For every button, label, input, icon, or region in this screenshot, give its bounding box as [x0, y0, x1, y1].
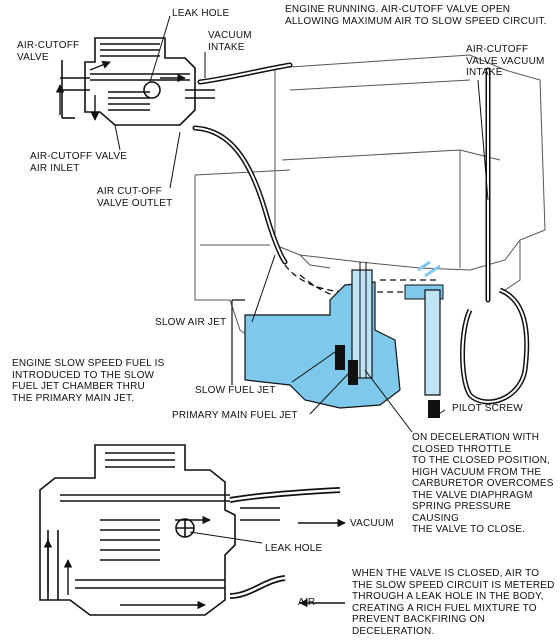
air-label: AIR	[298, 597, 316, 608]
leader-lines	[114, 15, 489, 544]
vacuum-label: VACUUM	[350, 518, 394, 529]
vacuum-intake-label: VACUUM INTAKE	[208, 30, 252, 53]
pilot-screw-label: PILOT SCREW	[452, 403, 523, 414]
hoses-top	[192, 62, 491, 303]
slow-air-jet-label: SLOW AIR JET	[155, 317, 227, 328]
air-inlet-label: AIR-CUTOFF VALVE AIR INLET	[30, 151, 128, 174]
air-cutoff-valve-label: AIR-CUTOFF VALVE	[17, 40, 80, 63]
carburetor-body	[194, 54, 546, 346]
flow-arrows	[43, 60, 346, 610]
valve-outlet-label: AIR CUT-OFF VALVE OUTLET	[97, 186, 173, 209]
air-cutoff-valve-bottom	[39, 444, 280, 616]
slow-fuel-jet-label: SLOW FUEL JET	[195, 385, 276, 396]
fuel-bowl	[231, 260, 444, 418]
valve-closed-note: WHEN THE VALVE IS CLOSED, AIR TO THE SLO…	[352, 568, 555, 637]
leak-hole-label-top: LEAK HOLE	[172, 8, 230, 19]
deceleration-note: ON DECELERATION WITH CLOSED THROTTLE TO …	[412, 432, 554, 535]
air-cutoff-valve-top	[60, 37, 215, 126]
primary-main-fuel-jet-label: PRIMARY MAIN FUEL JET	[172, 410, 298, 421]
slow-speed-fuel-note: ENGINE SLOW SPEED FUEL IS INTRODUCED TO …	[12, 358, 165, 404]
hose-loop-right	[460, 287, 530, 405]
engine-running-note: ENGINE RUNNING. AIR-CUTOFF VALVE OPEN AL…	[285, 4, 547, 27]
leak-hole-label-bottom: LEAK HOLE	[265, 543, 323, 554]
valve-vacuum-intake-label: AIR-CUTOFF VALVE VACUUM INTAKE	[466, 44, 545, 78]
